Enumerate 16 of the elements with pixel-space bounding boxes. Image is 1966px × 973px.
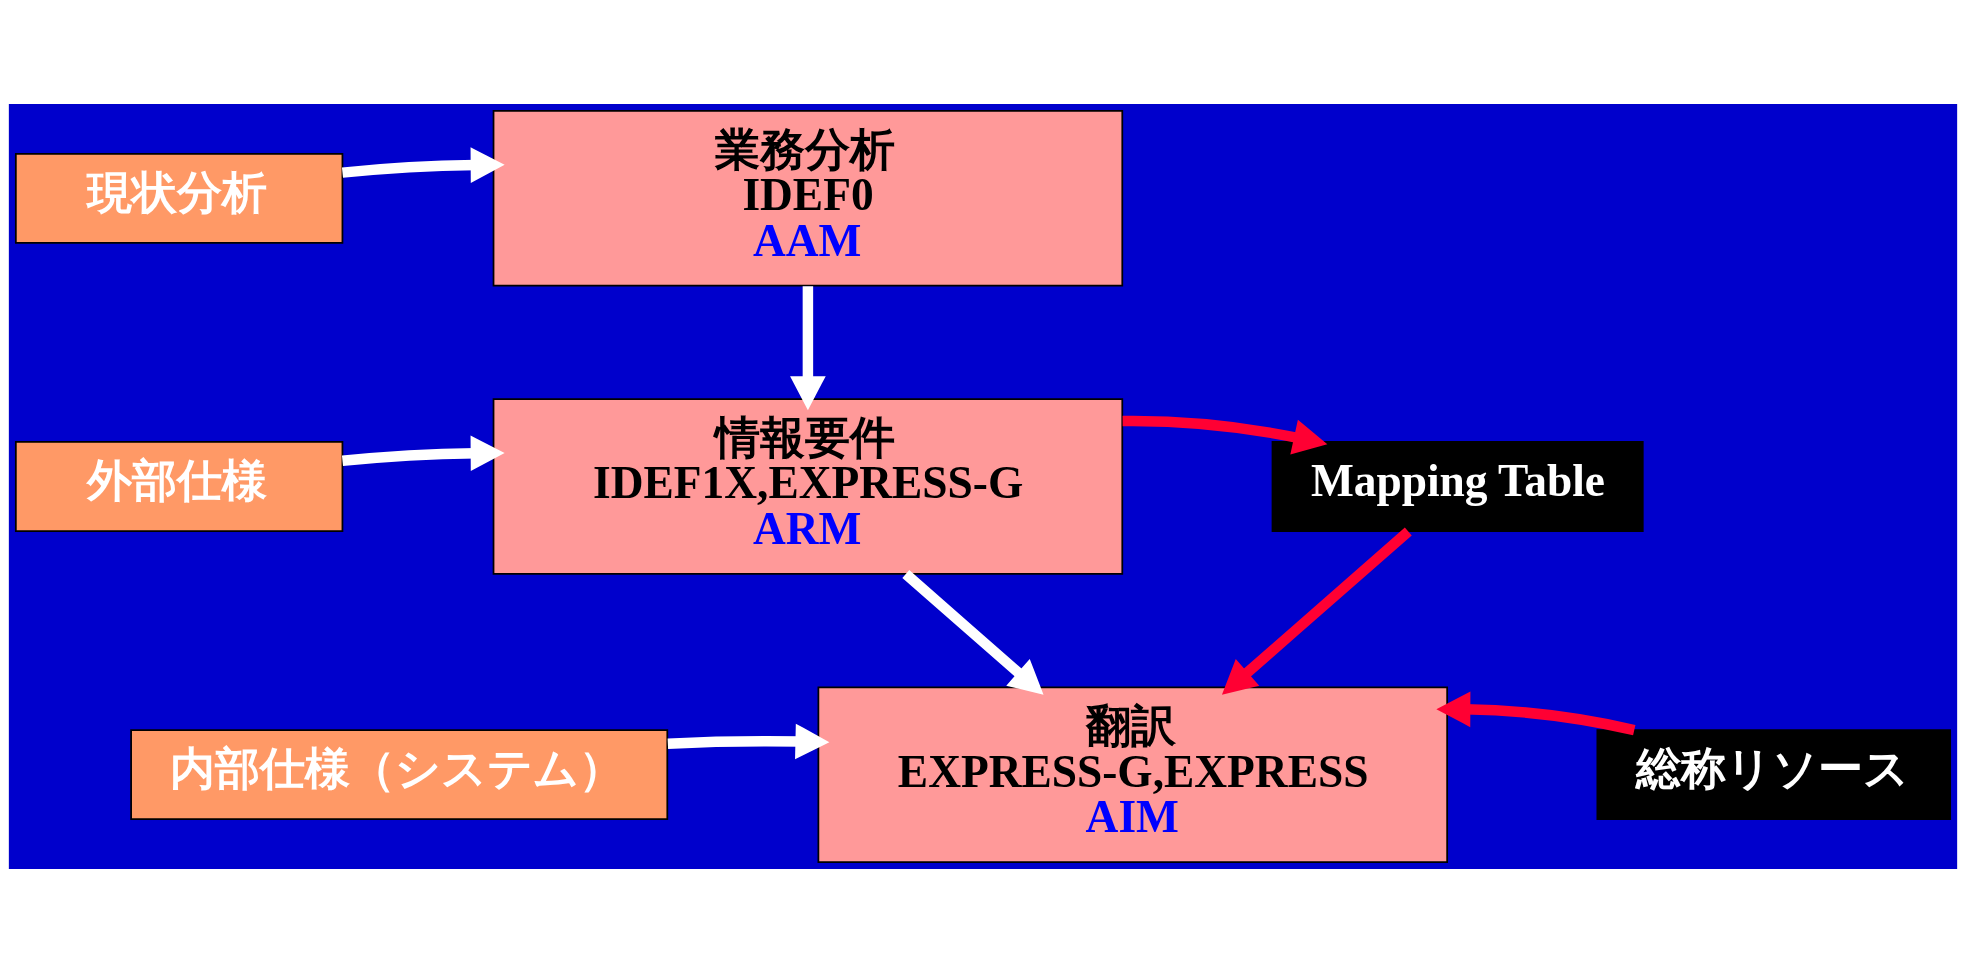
node-box: 翻訳 EXPRESS-G,EXPRESS AIM: [817, 686, 1449, 863]
node-box: 内部仕様（システム）: [130, 729, 669, 821]
arrow: [1122, 415, 1328, 455]
arrow: [790, 286, 826, 411]
node-box: 情報要件 IDEF1X,EXPRESS-G ARM: [492, 398, 1124, 575]
arrow: [1221, 527, 1412, 695]
node-box: 業務分析 IDEF0 AAM: [492, 110, 1124, 287]
arrow: [667, 723, 830, 760]
node-box: 外部仕様: [14, 441, 344, 532]
node-box: 現状分析: [14, 152, 344, 244]
arrow: [341, 435, 505, 472]
node-box: 総称リソース: [1596, 729, 1952, 821]
arrow: [341, 147, 505, 183]
node-box: Mapping Table: [1271, 441, 1644, 532]
arrow: [902, 570, 1044, 695]
arrow: [1436, 691, 1636, 736]
